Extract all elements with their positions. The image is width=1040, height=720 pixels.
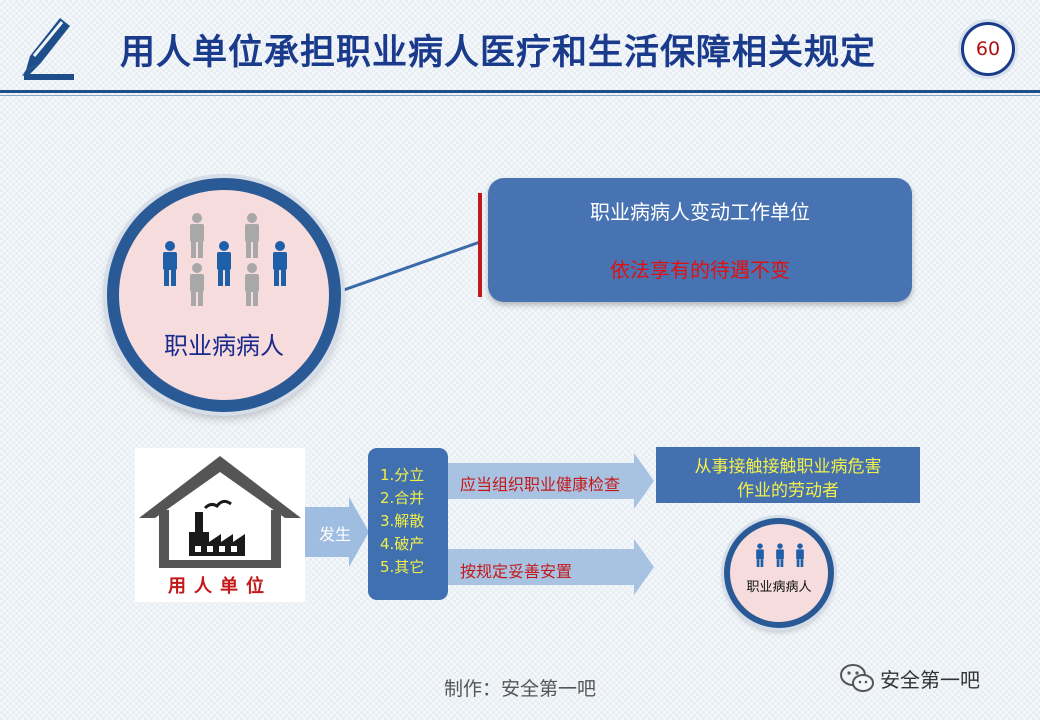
employer-label: 用人单位	[168, 576, 272, 597]
occur-arrow	[305, 497, 369, 567]
accent-bar	[478, 193, 482, 297]
occur-arrow-label: 发生	[318, 525, 351, 544]
worker-box	[656, 447, 920, 503]
pencil-icon	[22, 18, 74, 80]
factory-icon	[139, 456, 301, 568]
placement-label: 按规定妥善安置	[460, 562, 573, 581]
wechat-icon	[840, 664, 874, 692]
event-item: 2.合并	[380, 489, 425, 507]
event-item: 5.其它	[380, 558, 425, 576]
worker-box-line1: 从事接触接触职业病危害	[694, 457, 882, 477]
info-box	[488, 178, 912, 302]
page-number-badge: 60	[961, 22, 1015, 76]
event-item: 4.破产	[380, 535, 425, 553]
placement-arrow	[448, 539, 654, 595]
info-box-line2: 依法享有的待遇不变	[610, 258, 790, 282]
events-box	[368, 448, 448, 600]
page-title: 用人单位承担职业病人医疗和生活保障相关规定	[120, 32, 877, 73]
people-icon	[756, 543, 804, 567]
footer-credit: 制作：安全第一吧	[443, 678, 596, 700]
patient-circle-label: 职业病病人	[164, 332, 284, 360]
event-item: 1.分立	[380, 466, 425, 484]
patient-circle-small	[724, 518, 834, 628]
header-divider-thin	[0, 95, 1040, 96]
watermark-text: 安全第一吧	[880, 668, 980, 692]
header-divider	[0, 90, 1040, 93]
patient-circle-small-label: 职业病病人	[746, 580, 812, 595]
worker-box-line2: 作业的劳动者	[737, 481, 839, 501]
event-item: 3.解散	[380, 512, 425, 530]
health-check-label: 应当组织职业健康检查	[460, 475, 621, 494]
people-icon	[163, 213, 287, 306]
info-box-line1: 职业病病人变动工作单位	[590, 200, 810, 224]
health-check-arrow	[448, 453, 654, 509]
